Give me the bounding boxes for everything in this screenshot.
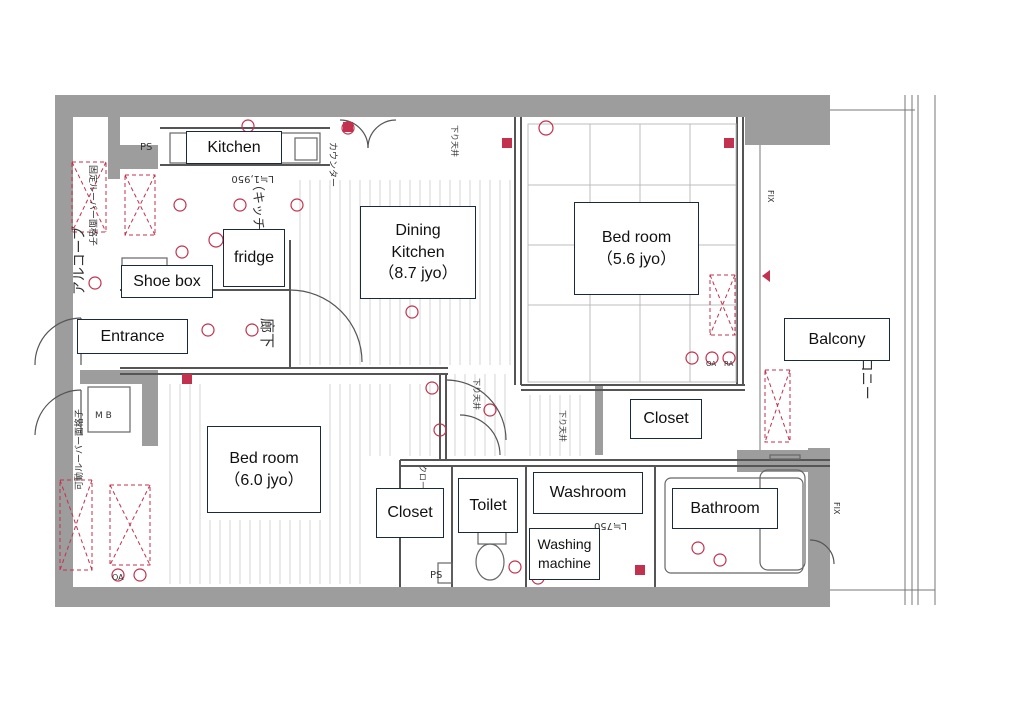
balcony-lines <box>759 95 936 605</box>
entrance-label: Entrance <box>77 319 188 354</box>
washroom-label: Washroom <box>533 472 643 514</box>
washing-machine-label: Washing machine <box>529 528 600 580</box>
ceiling-label-1: 下り天井 <box>472 378 482 410</box>
closet-2-label: Closet <box>376 488 444 538</box>
bathroom-label: Bathroom <box>672 488 778 529</box>
ra-label: RA <box>724 360 734 368</box>
ceiling-label-2: 下り天井 <box>558 410 568 442</box>
corridor-jp-label: 廊下 <box>258 318 276 348</box>
kitchen-label: Kitchen <box>186 131 282 164</box>
kitchen-length: L≒1,950 <box>231 173 274 184</box>
doors <box>34 119 835 565</box>
alcove-label: アルコーブ <box>71 226 88 295</box>
oa-label-2: OA <box>706 360 716 368</box>
fix-label-2: FIX <box>832 502 841 515</box>
bedroom-2-label: Bed room （6.0 jyo） <box>207 426 321 513</box>
toilet-label: Toilet <box>458 478 518 533</box>
louver-movable-label: 可動ルーバー面格子 <box>73 409 85 490</box>
bedroom-hatch <box>169 384 431 584</box>
oa-label-1: OA <box>112 573 124 582</box>
counter-label: カウンター <box>327 142 338 187</box>
fix-label-1: FIX <box>766 190 775 203</box>
ceiling-label-3: 下り天井 <box>450 125 460 157</box>
fridge-label: fridge <box>223 229 285 287</box>
mb-label: M B <box>95 411 112 421</box>
closet-1-label: Closet <box>630 399 702 439</box>
dining-kitchen-label: Dining Kitchen （8.7 jyo） <box>360 206 476 299</box>
dashed-boxes <box>59 161 791 571</box>
ps-label-top: PS <box>140 142 152 153</box>
bedroom-1-label: Bed room （5.6 jyo） <box>574 202 699 295</box>
ps-label-bottom: PS <box>430 570 442 581</box>
wash-length: L≒750 <box>594 520 627 531</box>
louver-fixed-label: 固定ルーバー面格子 <box>87 165 99 246</box>
balcony-label: Balcony <box>784 318 890 361</box>
shoe-box-label: Shoe box <box>121 265 213 298</box>
